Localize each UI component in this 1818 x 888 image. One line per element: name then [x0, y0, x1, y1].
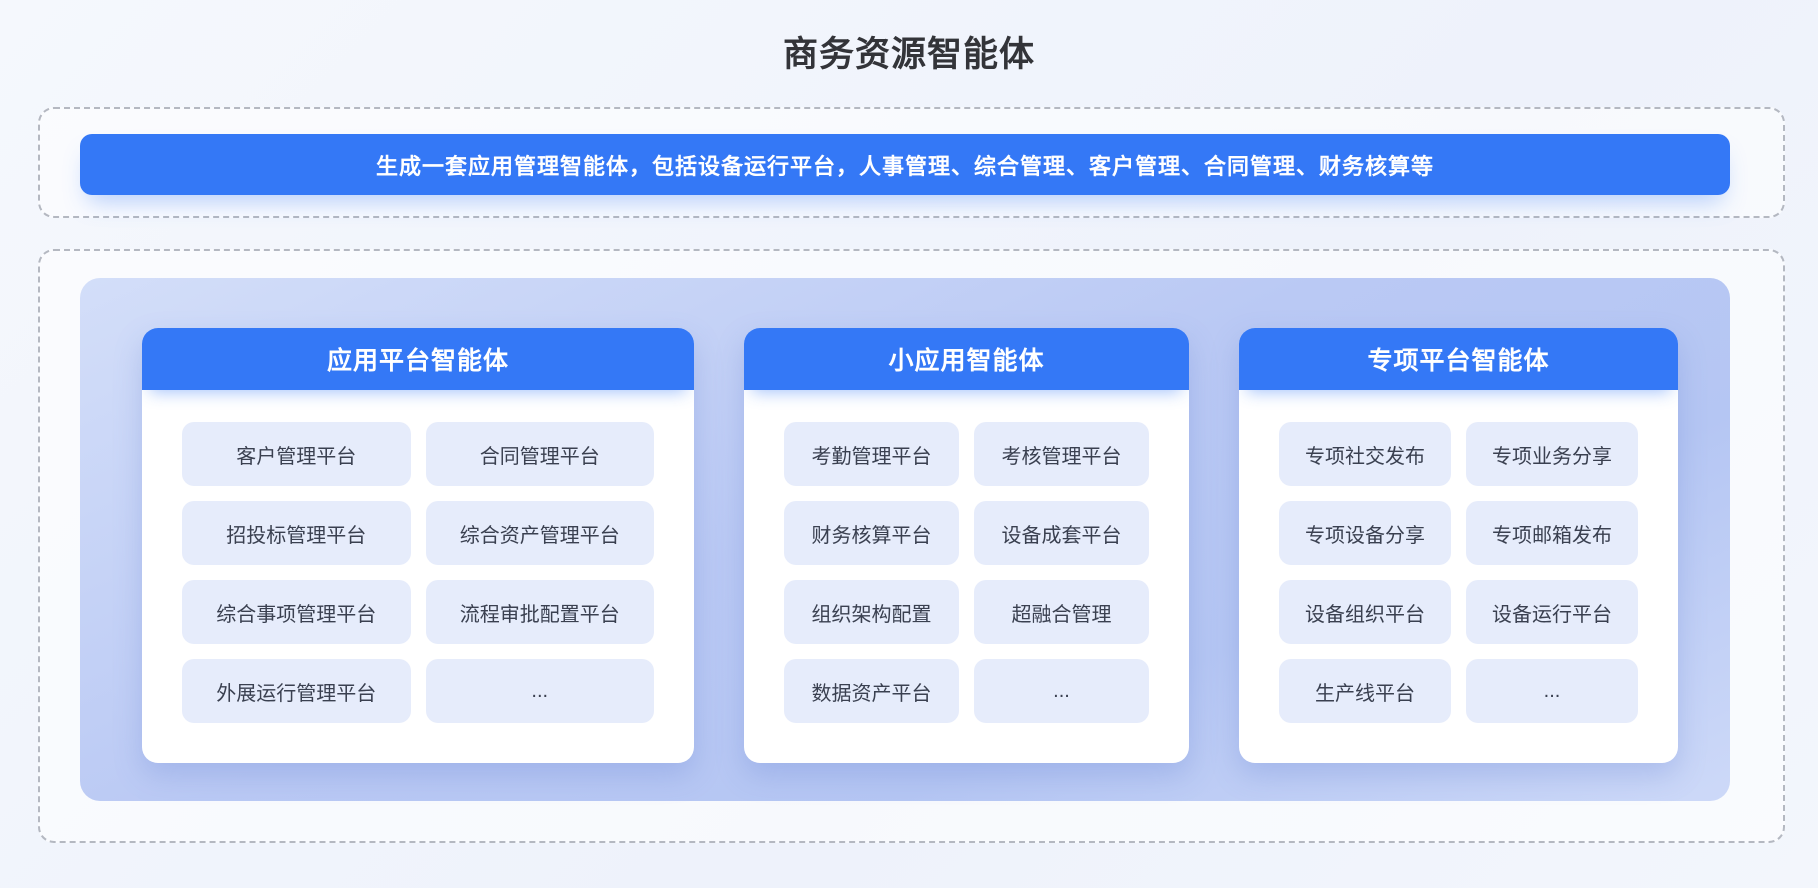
platform-chip: 专项设备分享: [1279, 501, 1451, 565]
platform-chip: 生产线平台: [1279, 659, 1451, 723]
prompt-banner: 生成一套应用管理智能体，包括设备运行平台，人事管理、综合管理、客户管理、合同管理…: [80, 134, 1730, 195]
platform-chip: 组织架构配置: [784, 580, 959, 644]
page-title: 商务资源智能体: [782, 35, 1035, 74]
agents-panel: 应用平台智能体 客户管理平台 合同管理平台 招投标管理平台 综合资产管理平台 综…: [80, 278, 1730, 801]
platform-chip: 超融合管理: [974, 580, 1149, 644]
platform-chip: 专项业务分享: [1466, 422, 1638, 486]
platform-chip-ellipsis: ...: [974, 659, 1149, 723]
platform-chip: 外展运行管理平台: [182, 659, 411, 723]
platform-chip: 考勤管理平台: [784, 422, 959, 486]
agent-card-small-application: 小应用智能体 考勤管理平台 考核管理平台 财务核算平台 设备成套平台 组织架构配…: [744, 328, 1189, 763]
platform-chip: 综合事项管理平台: [182, 580, 411, 644]
platform-chip: 财务核算平台: [784, 501, 959, 565]
platform-chip: 设备成套平台: [974, 501, 1149, 565]
platform-chip-ellipsis: ...: [1466, 659, 1638, 723]
platform-chip: 专项邮箱发布: [1466, 501, 1638, 565]
platform-chip: 数据资产平台: [784, 659, 959, 723]
agent-card-application-platform: 应用平台智能体 客户管理平台 合同管理平台 招投标管理平台 综合资产管理平台 综…: [142, 328, 694, 763]
agent-card-title: 小应用智能体: [744, 328, 1189, 390]
page: 商务资源智能体 生成一套应用管理智能体，包括设备运行平台，人事管理、综合管理、客…: [38, 35, 1785, 843]
platform-chip: 设备组织平台: [1279, 580, 1451, 644]
agent-card-title: 应用平台智能体: [142, 328, 694, 390]
platform-chip: 合同管理平台: [425, 422, 654, 486]
platform-chip: 招投标管理平台: [182, 501, 411, 565]
agent-card-title: 专项平台智能体: [1239, 328, 1678, 390]
agent-card-body: 考勤管理平台 考核管理平台 财务核算平台 设备成套平台 组织架构配置 超融合管理…: [744, 390, 1189, 763]
platform-chip: 客户管理平台: [182, 422, 411, 486]
platform-chip: 考核管理平台: [974, 422, 1149, 486]
agent-card-special-platform: 专项平台智能体 专项社交发布 专项业务分享 专项设备分享 专项邮箱发布 设备组织…: [1239, 328, 1678, 763]
platform-chip: 专项社交发布: [1279, 422, 1451, 486]
prompt-section: 生成一套应用管理智能体，包括设备运行平台，人事管理、综合管理、客户管理、合同管理…: [38, 107, 1785, 218]
platform-chip: 综合资产管理平台: [425, 501, 654, 565]
agent-card-body: 客户管理平台 合同管理平台 招投标管理平台 综合资产管理平台 综合事项管理平台 …: [142, 390, 694, 763]
agent-card-body: 专项社交发布 专项业务分享 专项设备分享 专项邮箱发布 设备组织平台 设备运行平…: [1239, 390, 1678, 763]
platform-chip: 设备运行平台: [1466, 580, 1638, 644]
platform-chip: 流程审批配置平台: [425, 580, 654, 644]
platform-chip-ellipsis: ...: [425, 659, 654, 723]
agents-section: 应用平台智能体 客户管理平台 合同管理平台 招投标管理平台 综合资产管理平台 综…: [38, 249, 1785, 843]
